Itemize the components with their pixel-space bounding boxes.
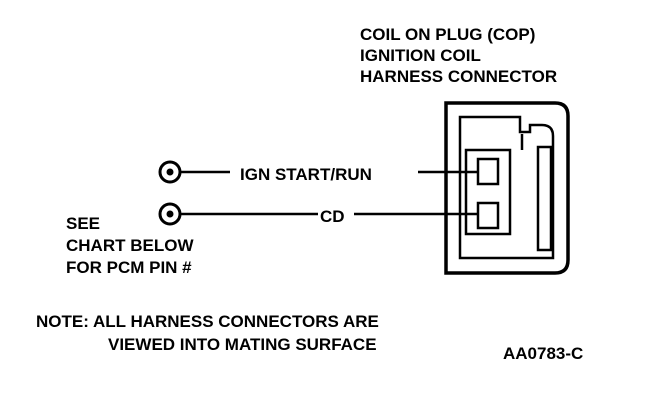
wire-label: CD [320, 207, 345, 226]
figure-code: AA0783-C [503, 344, 583, 363]
see-chart-line-1: SEE [66, 214, 100, 233]
note-line-1: NOTE: ALL HARNESS CONNECTORS ARE [36, 312, 379, 331]
bottom-note: NOTE: ALL HARNESS CONNECTORS ARE VIEWED … [36, 312, 379, 354]
wire-terminal-dot [166, 168, 174, 176]
see-chart-line-2: CHART BELOW [66, 236, 194, 255]
pin-terminal-cd [476, 201, 500, 230]
see-chart-line-3: FOR PCM PIN # [66, 258, 192, 277]
connector-title-line-3: HARNESS CONNECTOR [360, 67, 557, 86]
connector-title: COIL ON PLUG (COP) IGNITION COIL HARNESS… [360, 25, 557, 86]
note-line-2: VIEWED INTO MATING SURFACE [108, 335, 377, 354]
wire-terminal-dot [166, 210, 174, 218]
harness-connector [444, 101, 570, 275]
wire-ign-start-run: IGN START/RUN [158, 160, 478, 184]
wire-cd: CD [158, 202, 478, 226]
see-chart-note: SEE CHART BELOW FOR PCM PIN # [66, 214, 194, 277]
connector-housing-outer [444, 101, 570, 275]
pin-terminal-ign [476, 157, 500, 186]
connector-housing-inner [458, 115, 555, 260]
connector-side-slot [536, 145, 553, 252]
connector-pin-frame [464, 148, 512, 236]
connector-title-line-2: IGNITION COIL [360, 46, 481, 65]
wire-label: IGN START/RUN [240, 165, 372, 184]
connector-title-line-1: COIL ON PLUG (COP) [360, 25, 535, 44]
